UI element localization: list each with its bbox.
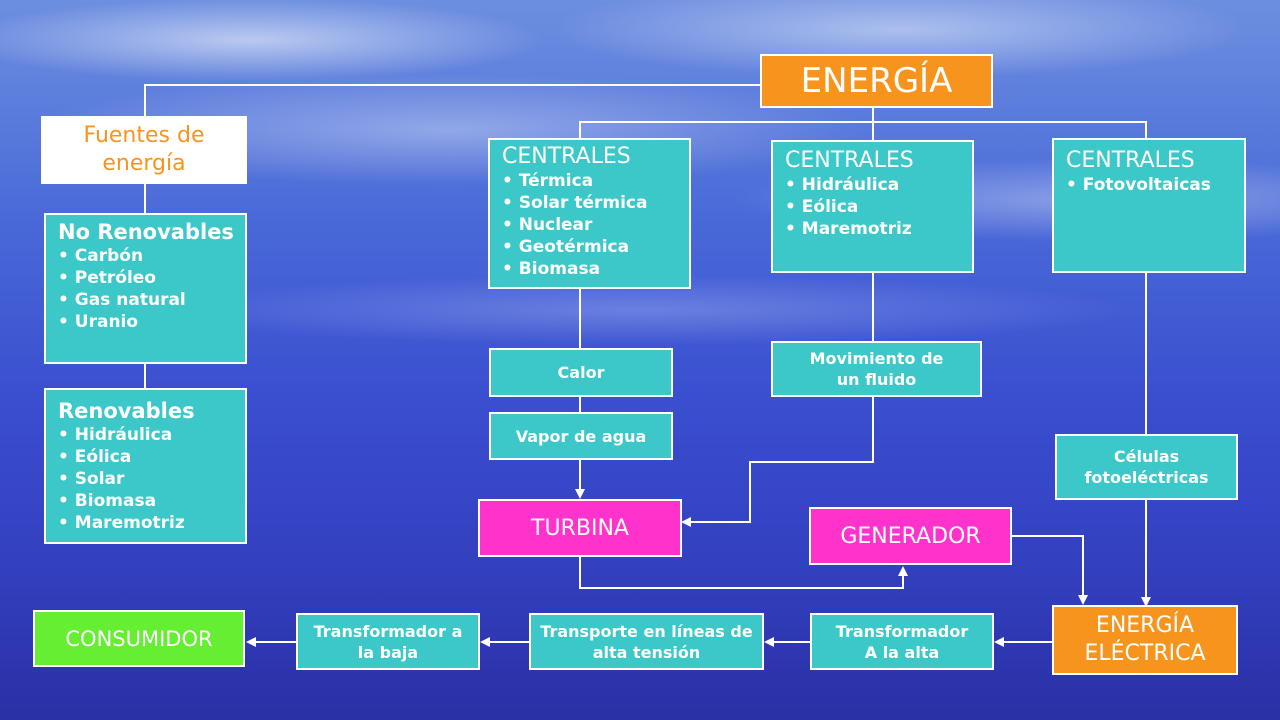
list-item: Nuclear xyxy=(502,214,677,236)
calor-label: Calor xyxy=(557,363,605,382)
turbina-label: TURBINA xyxy=(531,515,629,541)
renovables-box: Renovables Hidráulica Eólica Solar Bioma… xyxy=(44,388,247,544)
list-item: Gas natural xyxy=(58,289,233,311)
list-item: Solar xyxy=(58,468,233,490)
no-renovables-heading: No Renovables xyxy=(58,220,234,244)
centrales-list: Térmica Solar térmica Nuclear Geotérmica… xyxy=(502,170,677,280)
list-item: Fotovoltaicas xyxy=(1066,174,1232,196)
generador-label: GENERADOR xyxy=(840,523,981,549)
transformador-baja-box: Transformador a la baja xyxy=(296,613,480,670)
centrales-termica-box: CENTRALES Térmica Solar térmica Nuclear … xyxy=(488,138,691,289)
no-renovables-list: Carbón Petróleo Gas natural Uranio xyxy=(58,245,233,333)
list-item: Carbón xyxy=(58,245,233,267)
celulas-label: Células fotoeléctricas xyxy=(1084,447,1209,487)
list-item: Maremotriz xyxy=(785,218,960,240)
list-item: Petróleo xyxy=(58,267,233,289)
no-renovables-box: No Renovables Carbón Petróleo Gas natura… xyxy=(44,213,247,364)
transporte-box: Transporte en líneas de alta tensión xyxy=(529,613,764,670)
list-item: Biomasa xyxy=(58,490,233,512)
energia-electrica-box: ENERGÍA ELÉCTRICA xyxy=(1052,605,1238,675)
transformador-alta-box: Transformador A la alta xyxy=(810,613,994,670)
list-item: Eólica xyxy=(58,446,233,468)
transporte-label: Transporte en líneas de alta tensión xyxy=(540,621,753,662)
list-item: Hidráulica xyxy=(58,424,233,446)
renovables-list: Hidráulica Eólica Solar Biomasa Maremotr… xyxy=(58,424,233,534)
list-item: Uranio xyxy=(58,311,233,333)
arrow-turbina-generador xyxy=(579,557,908,589)
fuentes-box: Fuentes de energía xyxy=(41,116,247,184)
centrales-heading: CENTRALES xyxy=(1066,148,1195,173)
centrales-list: Hidráulica Eólica Maremotriz xyxy=(785,174,960,240)
arrow-generador-energia xyxy=(1012,535,1088,605)
list-item: Geotérmica xyxy=(502,236,677,258)
movimiento-label: Movimiento de un fluido xyxy=(809,349,944,389)
list-item: Solar térmica xyxy=(502,192,677,214)
transformador-alta-label: Transformador A la alta xyxy=(835,621,969,662)
turbina-box: TURBINA xyxy=(478,499,682,557)
energia-title: ENERGÍA xyxy=(800,61,953,101)
renovables-heading: Renovables xyxy=(58,399,195,423)
generador-box: GENERADOR xyxy=(809,507,1012,565)
celulas-box: Células fotoeléctricas xyxy=(1055,434,1238,500)
line-branch-centrales xyxy=(579,121,1147,138)
list-item: Eólica xyxy=(785,196,960,218)
movimiento-box: Movimiento de un fluido xyxy=(771,341,982,397)
centrales-list: Fotovoltaicas xyxy=(1066,174,1232,196)
centrales-heading: CENTRALES xyxy=(785,148,914,173)
centrales-fotovoltaicas-box: CENTRALES Fotovoltaicas xyxy=(1052,138,1246,273)
list-item: Maremotriz xyxy=(58,512,233,534)
list-item: Biomasa xyxy=(502,258,677,280)
list-item: Hidráulica xyxy=(785,174,960,196)
consumidor-label: CONSUMIDOR xyxy=(65,626,213,651)
consumidor-box: CONSUMIDOR xyxy=(33,610,245,667)
fuentes-label: Fuentes de energía xyxy=(83,123,205,176)
centrales-heading: CENTRALES xyxy=(502,144,631,169)
calor-box: Calor xyxy=(489,348,673,397)
energia-title-box: ENERGÍA xyxy=(760,54,993,108)
line-energia-fuentes xyxy=(144,84,760,116)
centrales-hidraulica-box: CENTRALES Hidráulica Eólica Maremotriz xyxy=(771,140,974,273)
list-item: Térmica xyxy=(502,170,677,192)
transformador-baja-label: Transformador a la baja xyxy=(313,621,463,662)
vapor-box: Vapor de agua xyxy=(489,412,673,460)
arrow-movimiento-turbina xyxy=(681,397,874,527)
vapor-label: Vapor de agua xyxy=(515,426,647,446)
energia-electrica-label: ENERGÍA ELÉCTRICA xyxy=(1084,613,1206,666)
